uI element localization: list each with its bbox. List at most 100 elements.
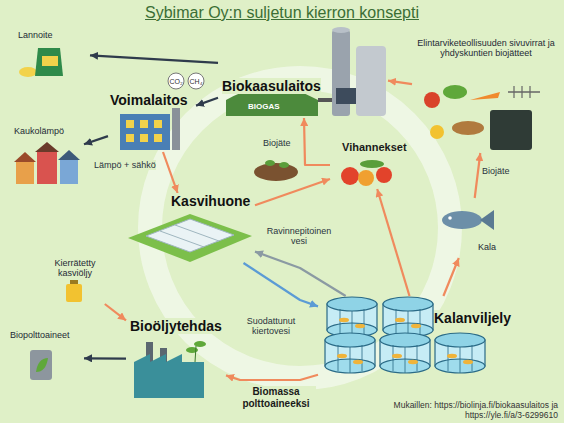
node-label: Kala xyxy=(478,242,496,252)
greenhouse-icon xyxy=(175,225,219,241)
power-plant-icon xyxy=(154,134,162,142)
power-plant-icon xyxy=(126,120,134,128)
flow-arrow xyxy=(90,55,218,63)
biofuel-icon xyxy=(36,358,48,372)
node-label: Lannoite xyxy=(18,30,53,40)
node-label: Biokaasulaitos xyxy=(222,78,321,94)
factory-icon xyxy=(134,354,204,398)
flow-arrow xyxy=(443,258,458,296)
fertilizer-icon xyxy=(19,67,37,77)
node-label: Voimalaitos xyxy=(110,92,188,108)
flow-arrow xyxy=(377,189,409,296)
flow-arrow xyxy=(244,263,319,306)
vegetables-icon xyxy=(341,160,392,186)
power-plant-icon xyxy=(120,114,170,150)
compost-icon xyxy=(279,162,289,168)
node-label: Elintarviketeollisuuden sivuvirrat ja yh… xyxy=(412,38,560,59)
fertilizer-icon xyxy=(42,56,58,66)
power-plant-icon xyxy=(168,73,184,89)
compost-icon xyxy=(254,160,298,181)
flow-arrow xyxy=(163,152,178,193)
factory-icon xyxy=(195,346,196,362)
node-label: Kaukolämpö xyxy=(14,126,64,136)
diagram-node: Elintarviketeollisuuden sivuvirrat ja yh… xyxy=(412,38,563,153)
vegetables-icon xyxy=(358,170,374,186)
flow-arrow xyxy=(388,81,412,85)
edge-label: Biojäte xyxy=(263,138,291,148)
fish-icon xyxy=(442,211,482,229)
fish-farm-icon xyxy=(325,333,375,373)
fish-icon xyxy=(442,210,494,230)
fish-farm-icon xyxy=(380,333,430,373)
food-waste-icon xyxy=(529,86,530,98)
flow-arrow xyxy=(255,252,346,296)
edge-label: Biomassa polttoaineeksi xyxy=(236,386,316,409)
fertilizer-icon xyxy=(19,48,63,77)
houses-icon xyxy=(16,162,34,184)
gas-bubble-label: CO₂ xyxy=(169,78,182,85)
diagram-title: Sybimar Oy:n suljetun kierron konsepti xyxy=(0,4,564,22)
edge-label: Ravinnepitoinen vesi xyxy=(266,226,332,247)
factory-icon xyxy=(134,341,206,398)
biogas-plant-icon xyxy=(226,27,386,116)
power-plant-icon xyxy=(120,73,204,150)
gas-bubble-label: CH₄ xyxy=(190,78,203,85)
houses-icon xyxy=(14,142,80,184)
diagram-node: Biopolttoaineet xyxy=(8,330,84,386)
node-label: Vihannekset xyxy=(342,141,407,154)
edge-label: Suodattunut kiertovesi xyxy=(236,316,306,337)
biogas-plant-icon xyxy=(332,27,350,33)
houses-icon xyxy=(58,150,80,160)
diagram-node: Kasvihuone xyxy=(125,193,255,263)
power-plant-icon xyxy=(140,134,148,142)
fish-farm-icon xyxy=(327,297,377,337)
vegetables-icon xyxy=(341,167,359,185)
houses-icon xyxy=(37,152,57,184)
food-waste-icon xyxy=(443,85,467,99)
diagram-node: Lannoite xyxy=(12,30,90,76)
node-label: Biopolttoaineet xyxy=(10,330,70,340)
biogas-plant-icon xyxy=(356,46,386,116)
food-waste-icon xyxy=(430,125,444,139)
flow-arrow xyxy=(255,179,330,205)
diagram-node: Kalanviljely xyxy=(318,296,530,392)
food-waste-icon xyxy=(452,121,484,135)
flow-arrow xyxy=(196,98,218,106)
vegetables-icon xyxy=(376,167,392,183)
biogas-sign: BIOGAS xyxy=(248,103,280,111)
food-waste-icon xyxy=(424,85,540,150)
vegetables-icon xyxy=(360,160,384,168)
fish-farm-icon xyxy=(325,297,485,373)
food-waste-icon xyxy=(521,86,522,98)
greenhouse-icon xyxy=(128,214,252,262)
flow-arrow xyxy=(84,136,108,144)
greenhouse-icon xyxy=(128,214,252,262)
houses-icon xyxy=(14,152,36,162)
compost-icon xyxy=(254,163,298,181)
food-waste-icon xyxy=(424,92,440,108)
diagram-node: Bioöljytehdas xyxy=(126,316,226,402)
diagram-node: Vihannekset xyxy=(330,141,410,189)
houses-icon xyxy=(60,160,78,184)
oil-bottle-icon xyxy=(66,280,82,302)
power-plant-icon xyxy=(140,120,148,128)
edge-label: Lämpö + sähkö xyxy=(94,160,156,170)
diagram-node: Voimalaitos xyxy=(108,90,196,152)
diagram-node: Kaukolämpö xyxy=(10,126,84,188)
flow-arrow xyxy=(105,304,126,320)
diagram-node: Biokaasulaitos xyxy=(218,18,388,118)
biofuel-icon xyxy=(30,350,52,380)
node-label: Kasvihuone xyxy=(171,193,250,209)
edge-label: Biojäte xyxy=(482,166,510,176)
power-plant-icon xyxy=(126,134,134,142)
greenhouse-icon xyxy=(146,219,234,252)
power-plant-icon xyxy=(172,104,180,150)
food-waste-icon xyxy=(508,91,540,93)
diagram-node: Kala xyxy=(440,198,502,258)
diagram-node: Kierrätetty kasviöljy xyxy=(40,258,110,304)
node-label: Bioöljytehdas xyxy=(130,318,222,334)
flow-arrow xyxy=(475,153,481,198)
